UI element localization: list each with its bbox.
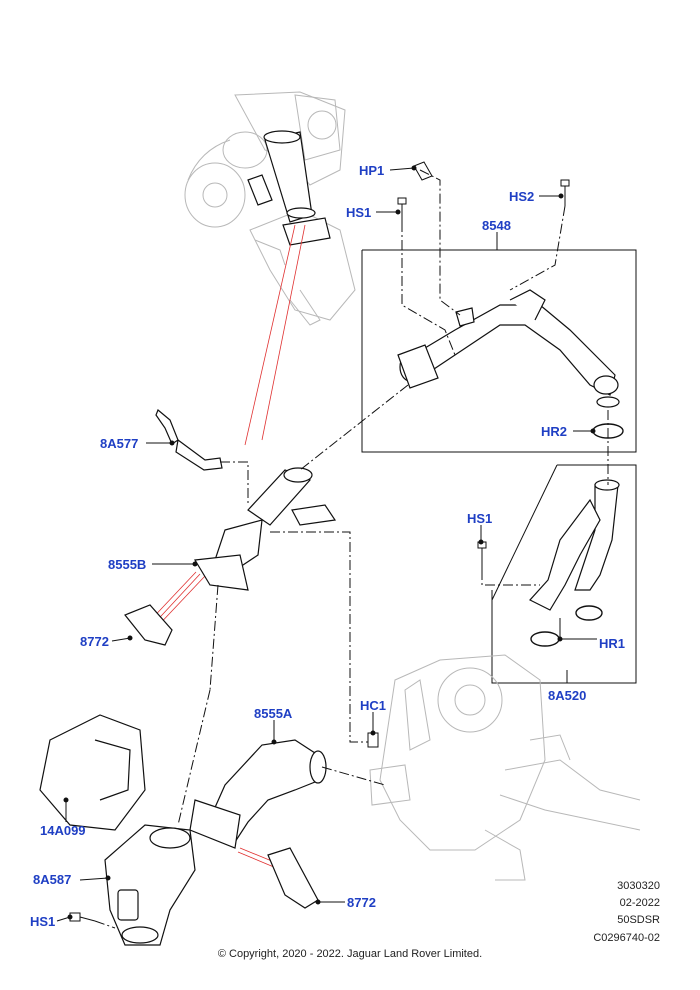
callout-8a520[interactable]: 8A520 [548,688,587,703]
clips-8772 [124,604,319,909]
pipe-8a520 [529,479,620,611]
fasteners [69,161,570,922]
upper-engine-hose [247,130,331,246]
diagram-number: 3030320 [617,880,660,892]
callout-hs1-bottom[interactable]: HS1 [30,914,56,929]
callout-hs1-top[interactable]: HS1 [346,205,372,220]
callout-14a099[interactable]: 14A099 [40,823,86,838]
callout-8a587[interactable]: 8A587 [33,872,72,887]
assembly-lines [94,169,609,929]
leader-lines [56,165,597,922]
cover-14a099 [39,714,146,831]
pipe-8548 [397,289,620,408]
housing-8a587 [104,824,196,946]
hose-8555a [189,739,327,849]
diagram-reference: C0296740-02 [593,932,660,944]
callout-hr2[interactable]: HR2 [541,424,568,439]
callout-hs1-mid[interactable]: HS1 [467,511,493,526]
callout-8772-top[interactable]: 8772 [80,634,109,649]
callout-8555a[interactable]: 8555A [254,706,293,721]
red-leader-lines [145,224,306,871]
callout-8772-bottom[interactable]: 8772 [347,895,376,910]
engine-top-ghost [184,91,356,326]
copyright-notice: © Copyright, 2020 - 2022. Jaguar Land Ro… [217,948,483,960]
callout-hs2[interactable]: HS2 [509,189,535,204]
diagram-model-code: 50SDSR [617,914,660,926]
callout-8a577[interactable]: 8A577 [100,436,139,451]
group-box-8548 [361,249,637,684]
callout-hc1[interactable]: HC1 [360,698,387,713]
callout-hr1[interactable]: HR1 [599,636,626,651]
callout-8555b[interactable]: 8555B [108,557,147,572]
engine-bottom-ghost [369,654,641,881]
callout-hp1[interactable]: HP1 [359,163,385,178]
hose-8555b [155,409,337,591]
callout-8548[interactable]: 8548 [482,218,511,233]
diagram-date: 02-2022 [619,897,660,909]
